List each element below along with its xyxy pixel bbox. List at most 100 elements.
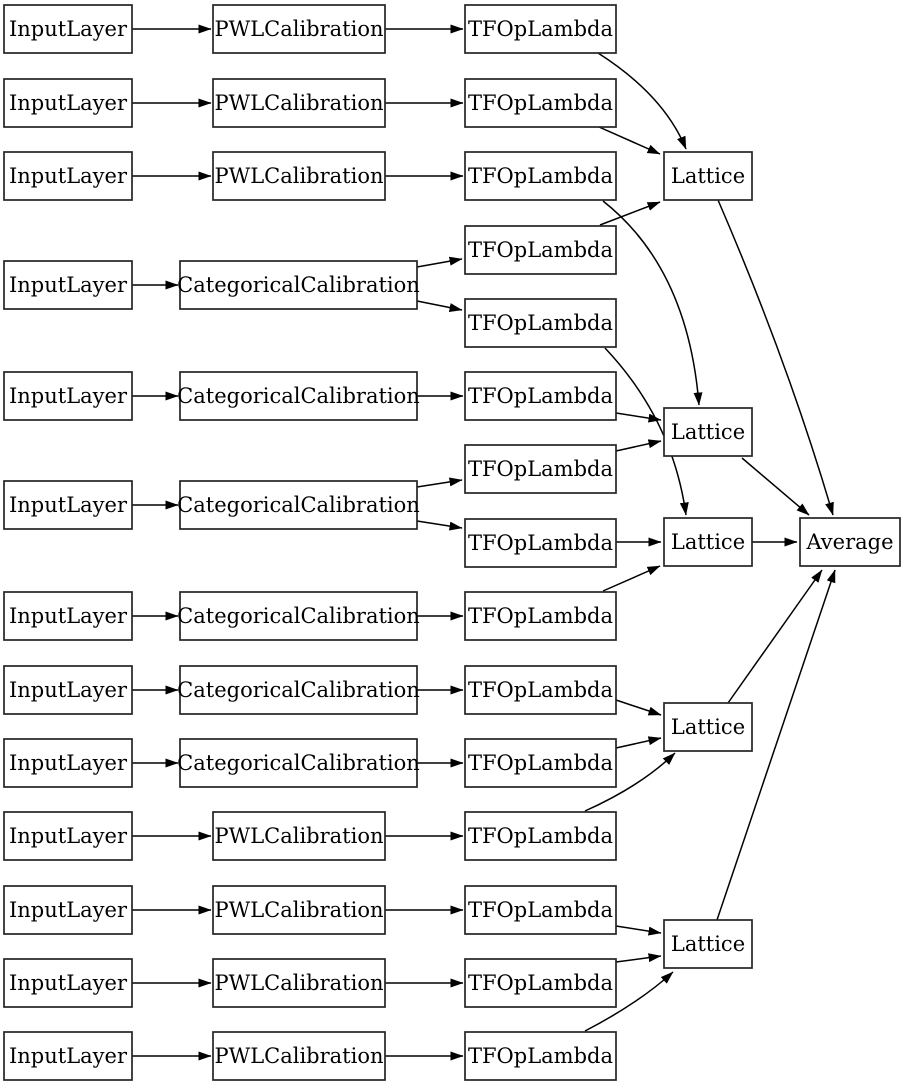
calib-9-box <box>212 811 386 861</box>
lambda-9-label: TFOpLambda <box>468 678 613 702</box>
input-2-label: InputLayer <box>9 164 128 188</box>
lambda-4-label: TFOpLambda <box>468 311 613 335</box>
input-4-label: InputLayer <box>9 384 128 408</box>
input-4-box <box>3 371 133 421</box>
node-calib-6: CategoricalCalibration <box>177 591 420 641</box>
node-calib-1: PWLCalibration <box>212 78 386 128</box>
lambda-8-box <box>464 591 617 641</box>
edge-lambda-13-to-lattice-4 <box>615 953 662 963</box>
lambda-12-box <box>464 885 617 935</box>
calib-5-box <box>179 480 418 530</box>
edge-lattice-1-to-average <box>741 457 810 516</box>
lattice-4-box <box>663 919 753 969</box>
calib-12-label: PWLCalibration <box>214 1044 383 1068</box>
edge-lambda-14-to-lattice-4 <box>584 971 674 1032</box>
node-calib-8: CategoricalCalibration <box>177 738 420 788</box>
node-input-0: InputLayer <box>3 4 133 54</box>
edge-lambda-10-to-lattice-3 <box>615 736 662 749</box>
node-input-2: InputLayer <box>3 151 133 201</box>
lattice-3-box <box>663 702 753 752</box>
edges-layer <box>132 24 836 1061</box>
lambda-0-label: TFOpLambda <box>468 17 613 41</box>
node-calib-12: PWLCalibration <box>212 1031 386 1081</box>
input-5-label: InputLayer <box>9 493 128 517</box>
lambda-10-box <box>464 738 617 788</box>
edge-lambda-3-to-lattice-0 <box>599 201 661 226</box>
lambda-11-label: TFOpLambda <box>468 824 613 848</box>
node-lambda-13: TFOpLambda <box>464 958 617 1008</box>
node-lambda-3: TFOpLambda <box>464 225 617 275</box>
node-average: Average <box>799 517 901 567</box>
edge-lambda-8-to-lattice-2 <box>602 565 661 592</box>
input-10-label: InputLayer <box>9 898 128 922</box>
node-input-3: InputLayer <box>3 260 133 310</box>
node-calib-4: CategoricalCalibration <box>177 371 420 421</box>
lambda-7-label: TFOpLambda <box>468 531 613 555</box>
edge-lattice-4-to-average <box>716 569 836 921</box>
node-lambda-1: TFOpLambda <box>464 78 617 128</box>
lambda-14-label: TFOpLambda <box>468 1044 613 1068</box>
lambda-6-box <box>464 444 617 494</box>
node-lattice-2: Lattice <box>663 517 753 567</box>
lambda-10-label: TFOpLambda <box>468 751 613 775</box>
lambda-3-label: TFOpLambda <box>468 238 613 262</box>
node-lambda-14: TFOpLambda <box>464 1031 617 1081</box>
edge-calib-5-to-lambda-7 <box>416 520 463 531</box>
lambda-5-box <box>464 371 617 421</box>
input-1-box <box>3 78 133 128</box>
input-9-box <box>3 811 133 861</box>
lattice-1-label: Lattice <box>671 420 745 444</box>
node-lambda-9: TFOpLambda <box>464 665 617 715</box>
input-11-label: InputLayer <box>9 971 128 995</box>
lattice-0-label: Lattice <box>671 164 745 188</box>
calib-5-label: CategoricalCalibration <box>177 493 420 517</box>
edge-lambda-11-to-lattice-3 <box>584 752 676 812</box>
edge-lambda-9-to-lattice-3 <box>615 699 662 716</box>
node-lattice-4: Lattice <box>663 919 753 969</box>
lambda-1-box <box>464 78 617 128</box>
calib-6-box <box>179 591 418 641</box>
calib-1-box <box>212 78 386 128</box>
calib-0-box <box>212 4 386 54</box>
lambda-7-box <box>464 518 617 568</box>
calib-6-label: CategoricalCalibration <box>177 604 420 628</box>
calib-7-box <box>179 665 418 715</box>
lattice-2-box <box>663 517 753 567</box>
node-lambda-0: TFOpLambda <box>464 4 617 54</box>
average-box <box>799 517 901 567</box>
lambda-3-box <box>464 225 617 275</box>
lambda-4-box <box>464 298 617 348</box>
calib-8-box <box>179 738 418 788</box>
node-input-8: InputLayer <box>3 738 133 788</box>
input-7-box <box>3 665 133 715</box>
node-input-5: InputLayer <box>3 480 133 530</box>
edge-lambda-6-to-lattice-1 <box>615 439 662 452</box>
edge-lambda-5-to-lattice-1 <box>615 412 662 423</box>
node-lambda-11: TFOpLambda <box>464 811 617 861</box>
node-input-1: InputLayer <box>3 78 133 128</box>
node-input-11: InputLayer <box>3 958 133 1008</box>
calib-3-label: CategoricalCalibration <box>177 273 420 297</box>
nodes-layer: InputLayerInputLayerInputLayerInputLayer… <box>3 4 901 1081</box>
calib-11-box <box>212 958 386 1008</box>
node-lambda-7: TFOpLambda <box>464 518 617 568</box>
node-lambda-12: TFOpLambda <box>464 885 617 935</box>
input-6-box <box>3 591 133 641</box>
edge-lambda-1-to-lattice-0 <box>598 126 661 155</box>
lattice-4-label: Lattice <box>671 932 745 956</box>
input-7-label: InputLayer <box>9 678 128 702</box>
calib-0-label: PWLCalibration <box>214 17 383 41</box>
node-input-12: InputLayer <box>3 1031 133 1081</box>
edge-calib-3-to-lambda-4 <box>416 300 463 312</box>
node-calib-9: PWLCalibration <box>212 811 386 861</box>
input-3-label: InputLayer <box>9 273 128 297</box>
input-11-box <box>3 958 133 1008</box>
node-calib-11: PWLCalibration <box>212 958 386 1008</box>
calib-10-label: PWLCalibration <box>214 898 383 922</box>
calib-2-label: PWLCalibration <box>214 164 383 188</box>
lambda-6-label: TFOpLambda <box>468 457 613 481</box>
lambda-0-box <box>464 4 617 54</box>
lattice-0-box <box>663 151 753 201</box>
